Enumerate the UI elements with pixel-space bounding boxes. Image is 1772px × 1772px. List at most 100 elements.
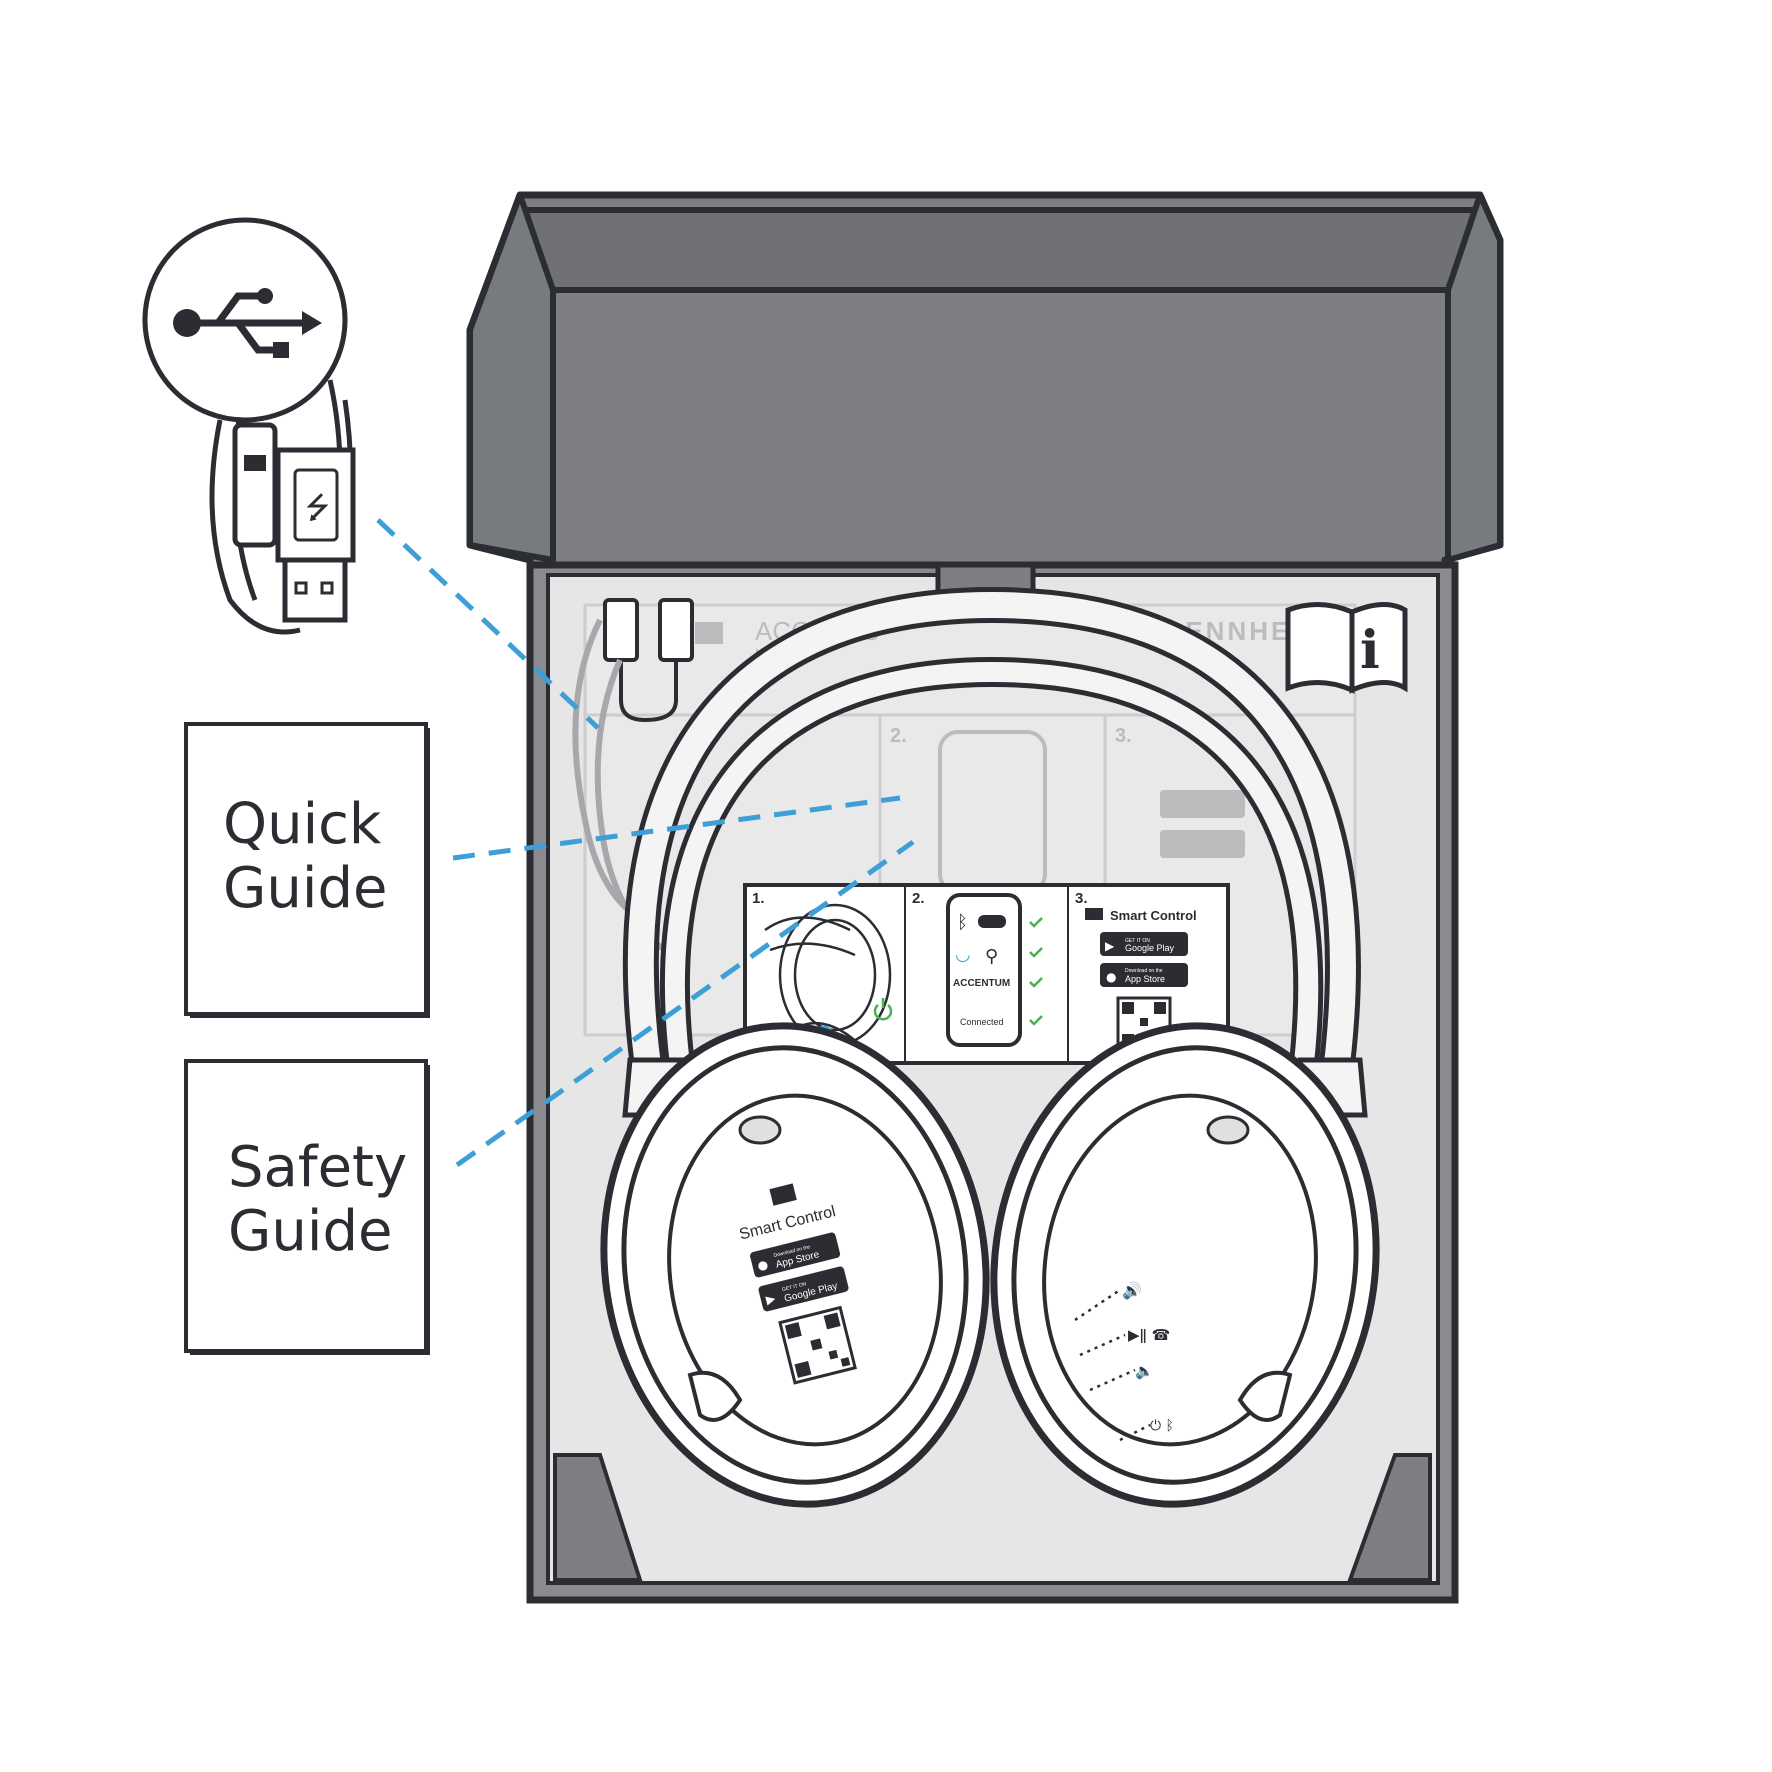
- tray-print-step2: 2.: [890, 725, 907, 747]
- info-book-icon: i: [1285, 601, 1408, 694]
- left-cup-cushion-notch: [687, 1370, 743, 1422]
- usb-icon-upper-dot: [257, 288, 273, 304]
- phone-toggle: [978, 915, 1006, 928]
- lid-inner-panel: [517, 207, 1478, 293]
- leader-lines: [376, 518, 915, 1168]
- cup-google-play-icon: ▶: [764, 1291, 777, 1307]
- cup-apple-icon: ●: [756, 1257, 770, 1273]
- phone-status-label: Connected: [960, 1017, 1004, 1027]
- check-icon-4: [1029, 1015, 1043, 1026]
- usb-a-symbol-panel: [293, 468, 339, 542]
- usb-icon-base-dot: [173, 309, 201, 337]
- usb-c-plug-right: [658, 598, 694, 662]
- usb-c-connector: [232, 422, 278, 548]
- headband: [622, 586, 1368, 1118]
- tray-print-step3: 3.: [1115, 725, 1132, 747]
- tray-print-badge-1: [1160, 790, 1245, 818]
- phone-search-icon: ⚲: [985, 946, 998, 967]
- card-step-2: 2.: [912, 890, 925, 907]
- quick-guide-callout: Quick Guide: [184, 722, 430, 1018]
- usb-a-plug: [282, 557, 348, 623]
- quick-guide-box: [184, 722, 428, 1016]
- cup-brand-logo-icon: [769, 1183, 797, 1206]
- volume-down-icon: 🔈: [1135, 1362, 1154, 1380]
- phone-product-label: ACCENTUM: [953, 978, 1010, 989]
- left-ear-cup: Smart Control ● Download on the App Stor…: [600, 1022, 990, 1508]
- leader-safety-guide: [455, 839, 915, 1168]
- touch-hold: [1119, 1423, 1151, 1442]
- tray-cable-loop: [619, 660, 678, 723]
- usb-c-brand-icon: [244, 455, 266, 471]
- safety-guide-callout: Safety Guide: [184, 1059, 430, 1355]
- card-step-3: 3.: [1075, 890, 1088, 907]
- lid-left-flap: [467, 192, 556, 563]
- tray-corner-right: [1347, 1453, 1432, 1582]
- headband-pad-fill: [664, 661, 1319, 1082]
- card-app-store-badge: [1100, 963, 1188, 987]
- book-left-page: [1285, 601, 1355, 694]
- check-icon-2: [1029, 947, 1043, 958]
- usb-icon-lower-square: [273, 342, 289, 358]
- touch-swipe-up: [1074, 1288, 1121, 1322]
- right-cup-touch-guide: 🔊 ▶ǁ ☎ 🔈 ⏻ ᛒ: [1074, 1281, 1174, 1442]
- tray-print-logo: [695, 622, 723, 644]
- right-cup-plate: [1042, 1093, 1318, 1447]
- right-cup-cushion-notch: [1237, 1370, 1293, 1422]
- tray-print-badge-2: [1160, 830, 1245, 858]
- right-cup-mic-dot: [1206, 1115, 1250, 1145]
- phone-spinner-icon: ◡: [955, 944, 971, 965]
- usb-icon-lower-branch: [235, 320, 275, 354]
- phone-checkmarks: [1029, 917, 1043, 1026]
- touch-tap: [1079, 1333, 1126, 1357]
- usb-a-symbol-icon: ⭍: [305, 491, 330, 526]
- card-google-play-small: GET IT ON: [1125, 938, 1150, 944]
- cup-qr-code-icon: [778, 1305, 857, 1385]
- leader-usb-cable: [376, 518, 600, 730]
- cup-google-play-badge: [758, 1266, 849, 1312]
- step2-phone: ᛒ ◡ ⚲ ACCENTUM Connected: [946, 893, 1043, 1047]
- touch-swipe-down: [1089, 1368, 1136, 1392]
- card-apple-icon: ●: [1106, 970, 1116, 984]
- left-cup-ring: [621, 1045, 969, 1485]
- usb-a-slot-right: [320, 581, 334, 595]
- right-cup-ring: [1011, 1045, 1359, 1485]
- bluetooth-icon: ᛒ: [957, 912, 968, 933]
- check-icon-1: [1029, 917, 1043, 928]
- safety-guide-title-line1: Safety: [228, 1135, 407, 1200]
- card-app-store-small: Download on the: [1125, 968, 1163, 974]
- left-cup-plate: [667, 1093, 943, 1447]
- cup-app-store-badge: [750, 1232, 841, 1278]
- card-step-1: 1.: [752, 890, 765, 907]
- usb-c-plug-left: [603, 598, 639, 662]
- right-ear-cup: 🔊 ▶ǁ ☎ 🔈 ⏻ ᛒ: [990, 1022, 1380, 1508]
- cup-google-play-small: GET IT ON: [781, 1281, 807, 1293]
- volume-up-icon: 🔊: [1122, 1281, 1142, 1300]
- headband-inner-fill: [627, 591, 1356, 1082]
- play-pause-call-icon: ▶ǁ ☎: [1128, 1326, 1170, 1344]
- usb-icon-upper-branch: [215, 292, 262, 326]
- step1-ear-cup-inner: [793, 918, 877, 1032]
- left-cup-mic-dot: [738, 1115, 782, 1145]
- usb-cable-callout: ⭍: [142, 217, 356, 635]
- usb-icon: [173, 288, 322, 358]
- card-brand-logo-icon: [1085, 908, 1103, 920]
- book-right-page: [1349, 602, 1408, 694]
- info-glyph: i: [1360, 620, 1380, 681]
- phone-body: [946, 893, 1022, 1047]
- usb-a-slot-left: [294, 581, 308, 595]
- box-lid: [466, 191, 1504, 604]
- safety-guide-title-line2: Guide: [228, 1199, 392, 1264]
- lid-right-flap: [1445, 192, 1503, 563]
- quick-guide-title-line1: Quick: [223, 792, 382, 857]
- card-app-store-label: App Store: [1125, 974, 1165, 984]
- leader-quick-guide: [452, 795, 901, 861]
- tray-corner-left: [553, 1453, 643, 1582]
- safety-guide-box: [184, 1059, 428, 1353]
- power-bluetooth-icon: ⏻ ᛒ: [1150, 1418, 1174, 1434]
- check-icon-3: [1029, 977, 1043, 988]
- card-google-play-badge: [1100, 932, 1188, 956]
- quick-guide-title-line2: Guide: [223, 856, 387, 921]
- card-google-play-label: Google Play: [1125, 943, 1175, 953]
- card-google-play-icon: ▶: [1105, 939, 1115, 953]
- card-app-name: Smart Control: [1110, 908, 1197, 923]
